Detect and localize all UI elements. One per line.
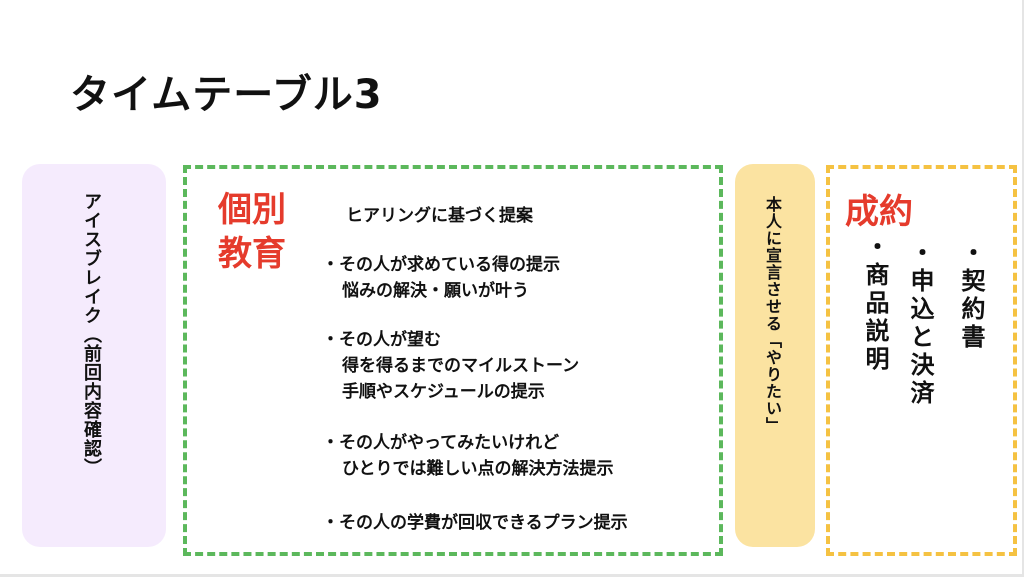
bullet-text: その人が求めている得の提示 (339, 255, 560, 275)
education-heading-line1: 個別 (218, 190, 286, 230)
contract-item-text: 契約書 (957, 268, 985, 352)
contract-item-marker: ・ (861, 234, 889, 262)
education-bullet: ・その人の学費が回収できるプラン提示 (322, 510, 628, 536)
education-heading-line2: 教育 (218, 234, 286, 274)
bullet-text: その人の学費が回収できるプラン提示 (339, 513, 628, 533)
education-bullet: ・その人が求めている得の提示 悩みの解決・願いが叶う (322, 252, 560, 304)
contract-item-text: 商品説明 (861, 262, 889, 374)
bullet-marker: ・ (322, 255, 339, 275)
contract-item: ・商品説明 (858, 234, 893, 374)
icebreak-label: アイスブレイク（前回内容確認） (81, 192, 102, 477)
contract-item: ・契約書 (954, 240, 989, 352)
icebreak-panel (22, 164, 166, 547)
bullet-text: その人が望む (339, 330, 441, 350)
bullet-text: 得を得るまでのマイルストーン (342, 356, 580, 376)
contract-panel (826, 165, 1017, 556)
contract-heading: 成約 (845, 192, 913, 232)
bullet-marker: ・ (322, 433, 339, 453)
contract-item-text: 申込と決済 (906, 268, 934, 408)
declaration-label: 本人に宣言させる「やりたい」 (763, 196, 782, 434)
bullet-text: その人がやってみたいけれど (339, 433, 560, 453)
contract-item-marker: ・ (906, 240, 934, 268)
education-subtitle: ヒアリングに基づく提案 (346, 206, 533, 226)
slide-title: タイムテーブル3 (70, 72, 383, 118)
bullet-text: 手順やスケジュールの提示 (342, 382, 545, 402)
bullet-text: ひとりでは難しい点の解決方法提示 (342, 459, 614, 479)
education-heading: 個別 教育 (218, 188, 286, 276)
bullet-text: 悩みの解決・願いが叶う (342, 281, 529, 301)
declaration-panel (735, 164, 815, 547)
education-bullet: ・その人が望む 得を得るまでのマイルストーン 手順やスケジュールの提示 (322, 327, 579, 405)
contract-item: ・申込と決済 (903, 240, 938, 408)
contract-item-marker: ・ (957, 240, 985, 268)
education-panel (183, 165, 723, 556)
bullet-marker: ・ (322, 513, 339, 533)
education-bullet: ・その人がやってみたいけれど ひとりでは難しい点の解決方法提示 (322, 430, 614, 482)
bullet-marker: ・ (322, 330, 339, 350)
